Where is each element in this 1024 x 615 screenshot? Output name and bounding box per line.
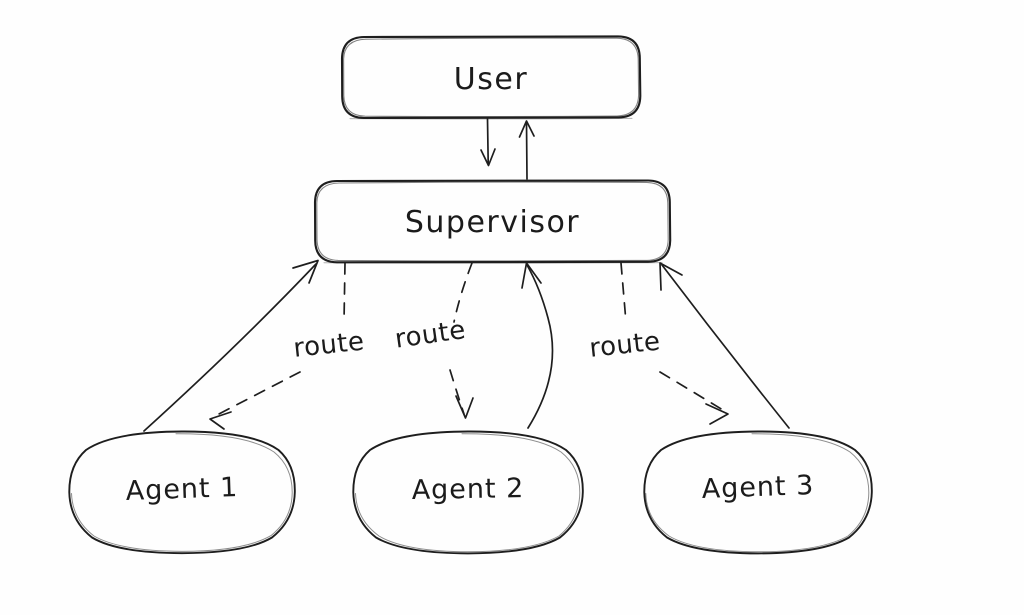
user-node-label: User	[453, 62, 529, 97]
edge-agent3-to-supervisor[interactable]	[659, 262, 790, 429]
agent1-node-shape[interactable]	[68, 430, 296, 555]
agent2-node-shape[interactable]	[352, 430, 584, 555]
supervisor-node-shape[interactable]	[313, 179, 672, 264]
edge-supervisor-to-agent3[interactable]	[620, 262, 729, 425]
supervisor-node-label: Supervisor	[404, 205, 581, 240]
edge-user-to-supervisor[interactable]	[480, 118, 496, 167]
edge-agent2-to-supervisor[interactable]	[521, 262, 554, 429]
edge-supervisor-to-agent1[interactable]	[209, 262, 346, 430]
user-node-shape[interactable]	[340, 35, 642, 120]
edge-agent1-to-supervisor[interactable]	[143, 259, 319, 432]
edge-supervisor-to-agent2[interactable]	[449, 262, 474, 419]
agent2-node-label: Agent 2	[411, 473, 525, 506]
edge-supervisor-to-user[interactable]	[518, 120, 535, 180]
agent3-node-shape[interactable]	[643, 430, 873, 555]
